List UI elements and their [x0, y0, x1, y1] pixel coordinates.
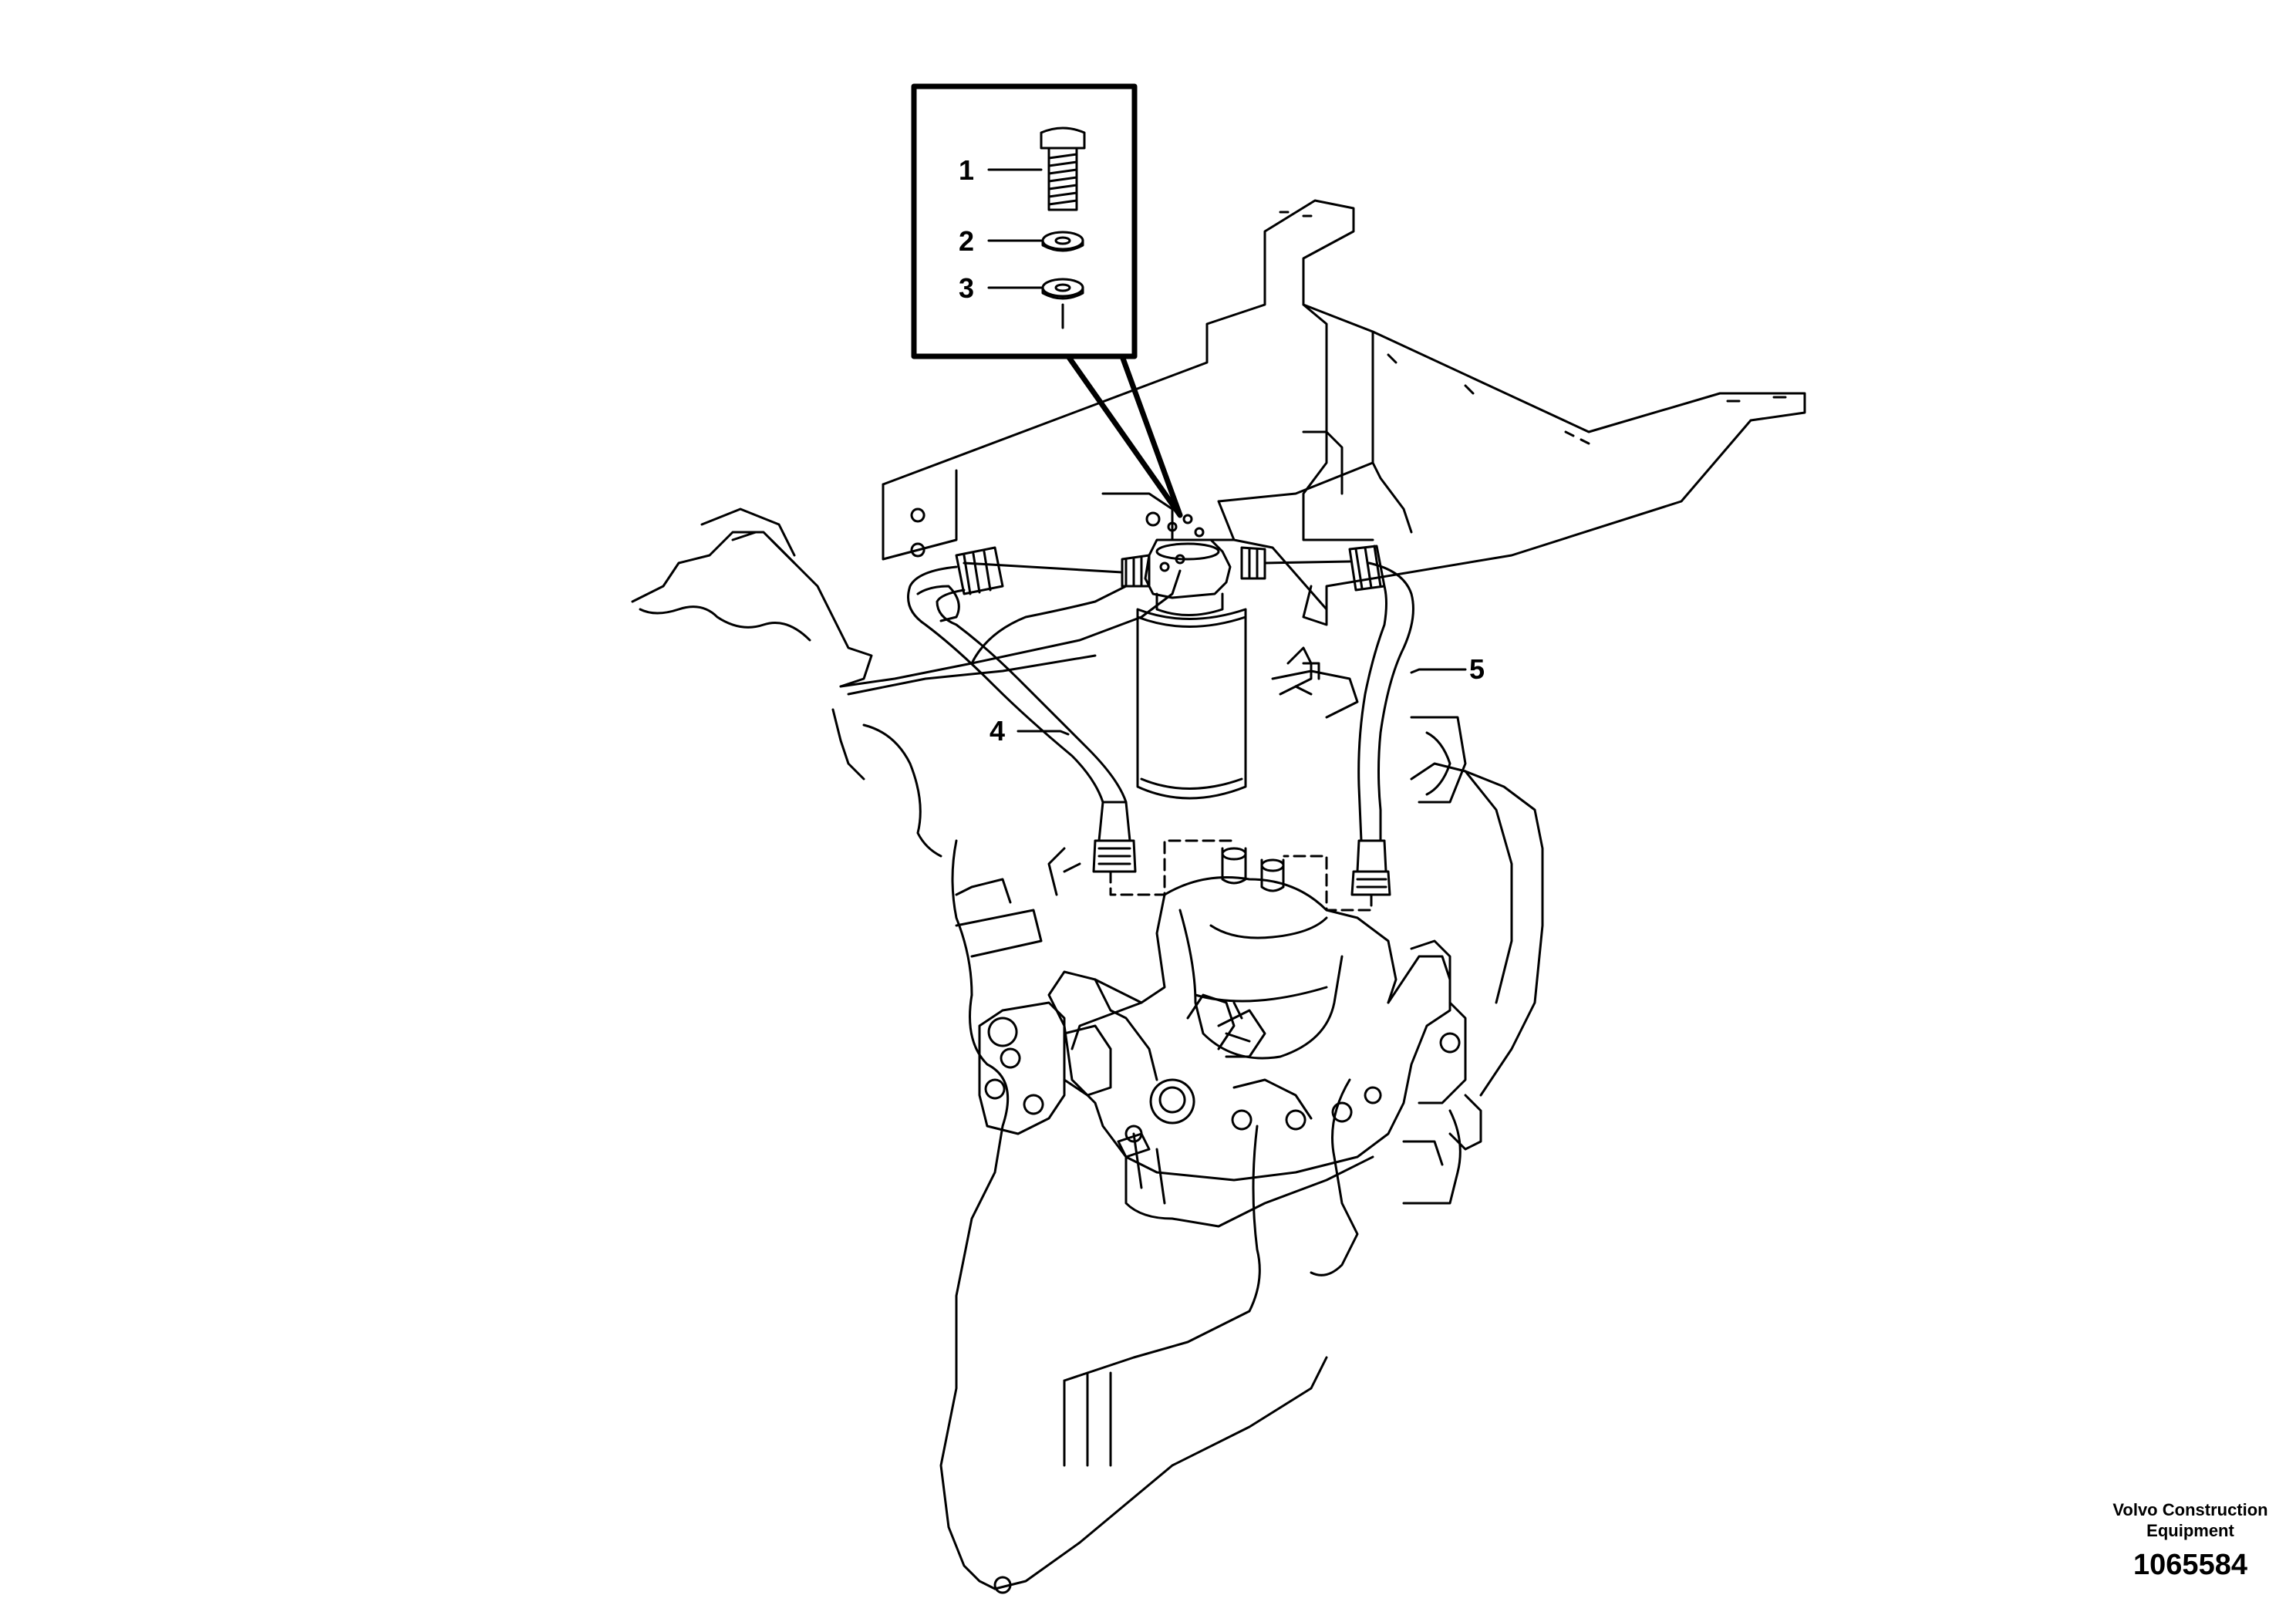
callout-1: 1: [959, 154, 975, 186]
filter-assembly: [963, 538, 1351, 800]
washer-icon: [1041, 231, 1084, 252]
hose-5: [1348, 545, 1414, 896]
callout-4: 4: [990, 715, 1006, 747]
callout-5: 5: [1469, 653, 1485, 685]
callout-leaders: [1017, 668, 1467, 736]
bolt-icon: [1040, 126, 1086, 211]
hose-4: [907, 546, 1137, 873]
document-number: 1065584: [2133, 1549, 2247, 1581]
frame-bracket: [882, 199, 1806, 626]
callout-3: 3: [959, 272, 975, 304]
transmission-housing: [978, 847, 1482, 1228]
lock-washer-icon: [1041, 278, 1084, 329]
connection-lines: [1109, 839, 1373, 912]
engine-outline: [631, 508, 1544, 1594]
brand-subtitle: Equipment: [2146, 1521, 2234, 1540]
detail-inset: [911, 83, 1183, 518]
brand-name: Volvo Construction: [2112, 1500, 2268, 1519]
callout-2: 2: [959, 225, 975, 257]
